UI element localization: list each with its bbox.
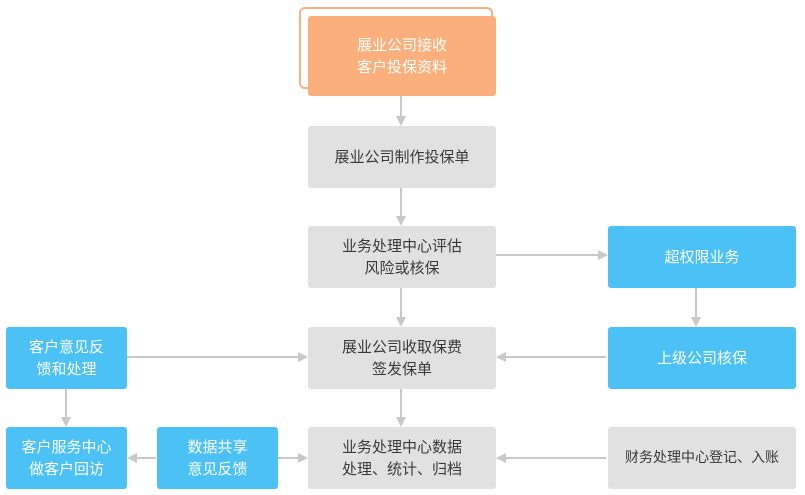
node-data-process: 业务处理中心数据 处理、统计、归档 [308,427,496,489]
node-over-limit: 超权限业务 [608,226,796,288]
node-customer-feedback: 客户意见反 馈和处理 [6,327,127,389]
node-receive-materials: 展业公司接收 客户投保资料 [308,16,496,96]
node-make-policy: 展业公司制作投保单 [308,126,496,188]
node-superior-underwriting: 上级公司核保 [608,327,796,389]
node-data-share: 数据共享 意见反馈 [157,427,278,489]
node-collect-fee: 展业公司收取保费 签发保单 [308,327,496,389]
node-finance-register: 财务处理中心登记、入账 [608,427,796,489]
node-evaluate-risk: 业务处理中心评估 风险或核保 [308,226,496,288]
node-customer-service: 客户服务中心 做客户回访 [6,427,127,489]
